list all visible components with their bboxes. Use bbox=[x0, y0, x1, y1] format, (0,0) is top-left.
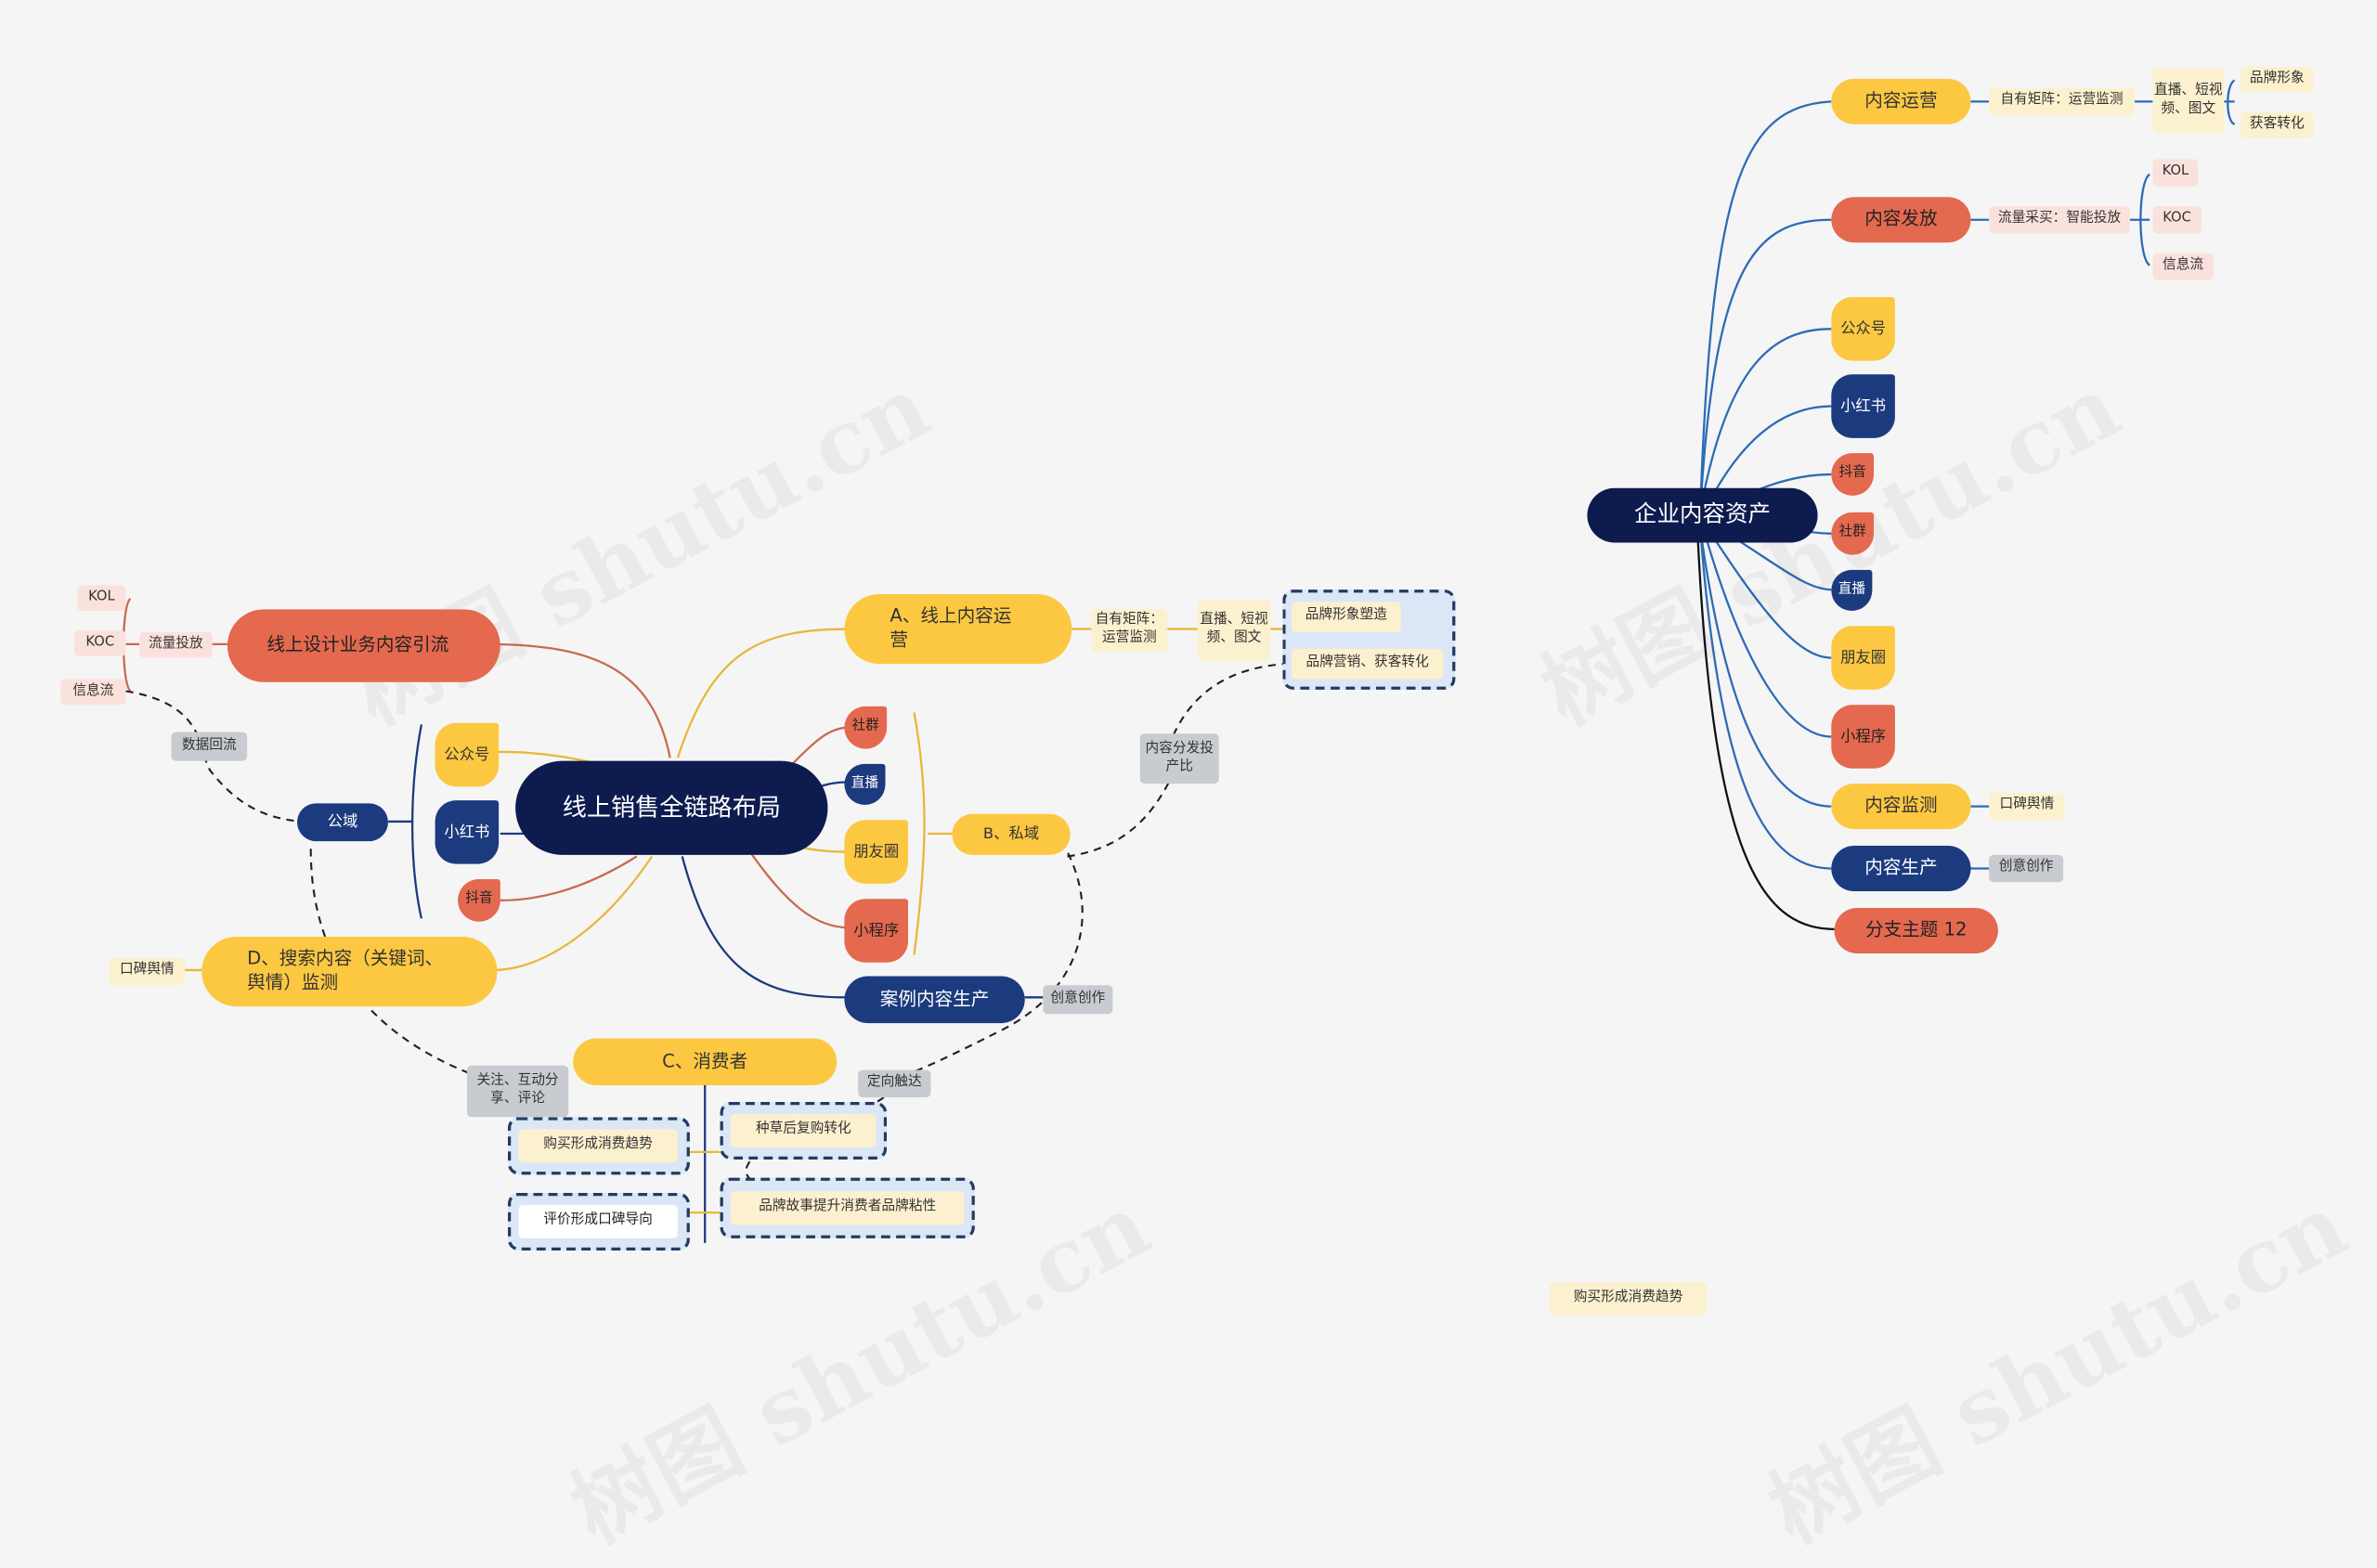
label-formats[interactable]: 直播、短视频、图文 bbox=[1197, 600, 1271, 661]
leaf-brand-conversion[interactable]: 品牌营销、获客转化 bbox=[1292, 648, 1444, 680]
leaf-private-miniapp[interactable]: 小程序 bbox=[844, 899, 908, 963]
relation-roi[interactable]: 内容分发投产比 bbox=[1139, 733, 1219, 784]
leaf-koc[interactable]: KOC bbox=[74, 630, 126, 656]
leaf-r-conversion[interactable]: 获客转化 bbox=[2241, 111, 2314, 138]
topic-r-branch12[interactable]: 分支主题 12 bbox=[1834, 907, 1998, 953]
leaf-public-douyin[interactable]: 抖音 bbox=[458, 878, 500, 922]
topic-case-production[interactable]: 案例内容生产 bbox=[844, 976, 1025, 1024]
leaf-r-koc[interactable]: KOC bbox=[2152, 206, 2202, 234]
leaf-r-wechat[interactable]: 公众号 bbox=[1831, 297, 1895, 361]
leaf-kol[interactable]: KOL bbox=[77, 585, 126, 611]
topic-r-dist[interactable]: 内容发放 bbox=[1831, 197, 1971, 243]
leaf-r-douyin[interactable]: 抖音 bbox=[1831, 453, 1875, 496]
floating-topic[interactable]: 购买形成消费趋势 bbox=[1549, 1282, 1708, 1316]
relation-engage[interactable]: 关注、互动分享、评论 bbox=[466, 1065, 569, 1118]
leaf-brand-image[interactable]: 品牌形象塑造 bbox=[1292, 602, 1401, 632]
leaf-r-feed[interactable]: 信息流 bbox=[2152, 253, 2214, 281]
leaf-private-group[interactable]: 社群 bbox=[844, 706, 888, 749]
leaf-purchase-trend[interactable]: 购买形成消费趋势 bbox=[518, 1129, 678, 1163]
leaf-r-brand[interactable]: 品牌形象 bbox=[2241, 66, 2314, 93]
topic-content-ops[interactable]: A、线上内容运营 bbox=[844, 594, 1072, 665]
leaf-review-reputation[interactable]: 评价形成口碑导向 bbox=[518, 1204, 678, 1238]
topic-consumer[interactable]: C、消费者 bbox=[573, 1038, 838, 1086]
topic-r-monitor[interactable]: 内容监测 bbox=[1831, 784, 1971, 830]
label-r-formats[interactable]: 直播、短视频、图文 bbox=[2152, 68, 2225, 134]
label-reputation[interactable]: 口碑舆情 bbox=[109, 957, 186, 986]
label-r-buy[interactable]: 流量采买：智能投放 bbox=[1989, 206, 2130, 234]
center-topic-assets[interactable]: 企业内容资产 bbox=[1587, 487, 1818, 543]
topic-private[interactable]: B、私域 bbox=[952, 813, 1071, 855]
label-r-creative[interactable]: 创意创作 bbox=[1989, 854, 2064, 883]
leaf-r-xhs[interactable]: 小红书 bbox=[1831, 374, 1895, 438]
label-own-matrix[interactable]: 自有矩阵：运营监测 bbox=[1091, 609, 1168, 653]
leaf-r-live[interactable]: 直播 bbox=[1831, 569, 1873, 611]
label-traffic-buy[interactable]: 流量投放 bbox=[139, 631, 213, 658]
leaf-r-kol[interactable]: KOL bbox=[2152, 159, 2199, 187]
label-r-reputation[interactable]: 口碑舆情 bbox=[1989, 792, 2065, 821]
leaf-brand-story[interactable]: 品牌故事提升消费者品牌粘性 bbox=[730, 1191, 965, 1225]
mind-map-canvas: 树图 shutu.cn 树图 shutu.cn 树图 shutu.cn 树图 s… bbox=[60, 66, 2363, 1563]
topic-public[interactable]: 公域 bbox=[297, 803, 388, 842]
label-r-own-matrix[interactable]: 自有矩阵：运营监测 bbox=[1989, 87, 2135, 116]
topic-r-produce[interactable]: 内容生产 bbox=[1831, 846, 1971, 892]
relation-data-back[interactable]: 数据回流 bbox=[171, 732, 248, 761]
relation-target-reach[interactable]: 定向触达 bbox=[858, 1069, 931, 1098]
topic-search-monitor[interactable]: D、搜索内容（关键词、舆情）监测 bbox=[201, 937, 498, 1007]
leaf-feed[interactable]: 信息流 bbox=[60, 679, 126, 706]
connector-layer bbox=[121, 79, 2236, 1243]
topic-r-ops[interactable]: 内容运营 bbox=[1831, 78, 1971, 124]
topic-traffic[interactable]: 线上设计业务内容引流 bbox=[227, 609, 500, 682]
leaf-r-group[interactable]: 社群 bbox=[1831, 512, 1875, 555]
leaf-private-live[interactable]: 直播 bbox=[844, 763, 886, 805]
label-creative[interactable]: 创意创作 bbox=[1043, 985, 1113, 1015]
leaf-public-wechat[interactable]: 公众号 bbox=[435, 722, 500, 787]
leaf-repurchase[interactable]: 种草后复购转化 bbox=[730, 1114, 877, 1147]
center-topic[interactable]: 线上销售全链路布局 bbox=[515, 760, 828, 855]
leaf-r-moments[interactable]: 朋友圈 bbox=[1831, 626, 1895, 690]
leaf-public-xhs[interactable]: 小红书 bbox=[435, 800, 500, 864]
leaf-r-miniapp[interactable]: 小程序 bbox=[1831, 705, 1895, 769]
leaf-private-moments[interactable]: 朋友圈 bbox=[844, 820, 908, 884]
